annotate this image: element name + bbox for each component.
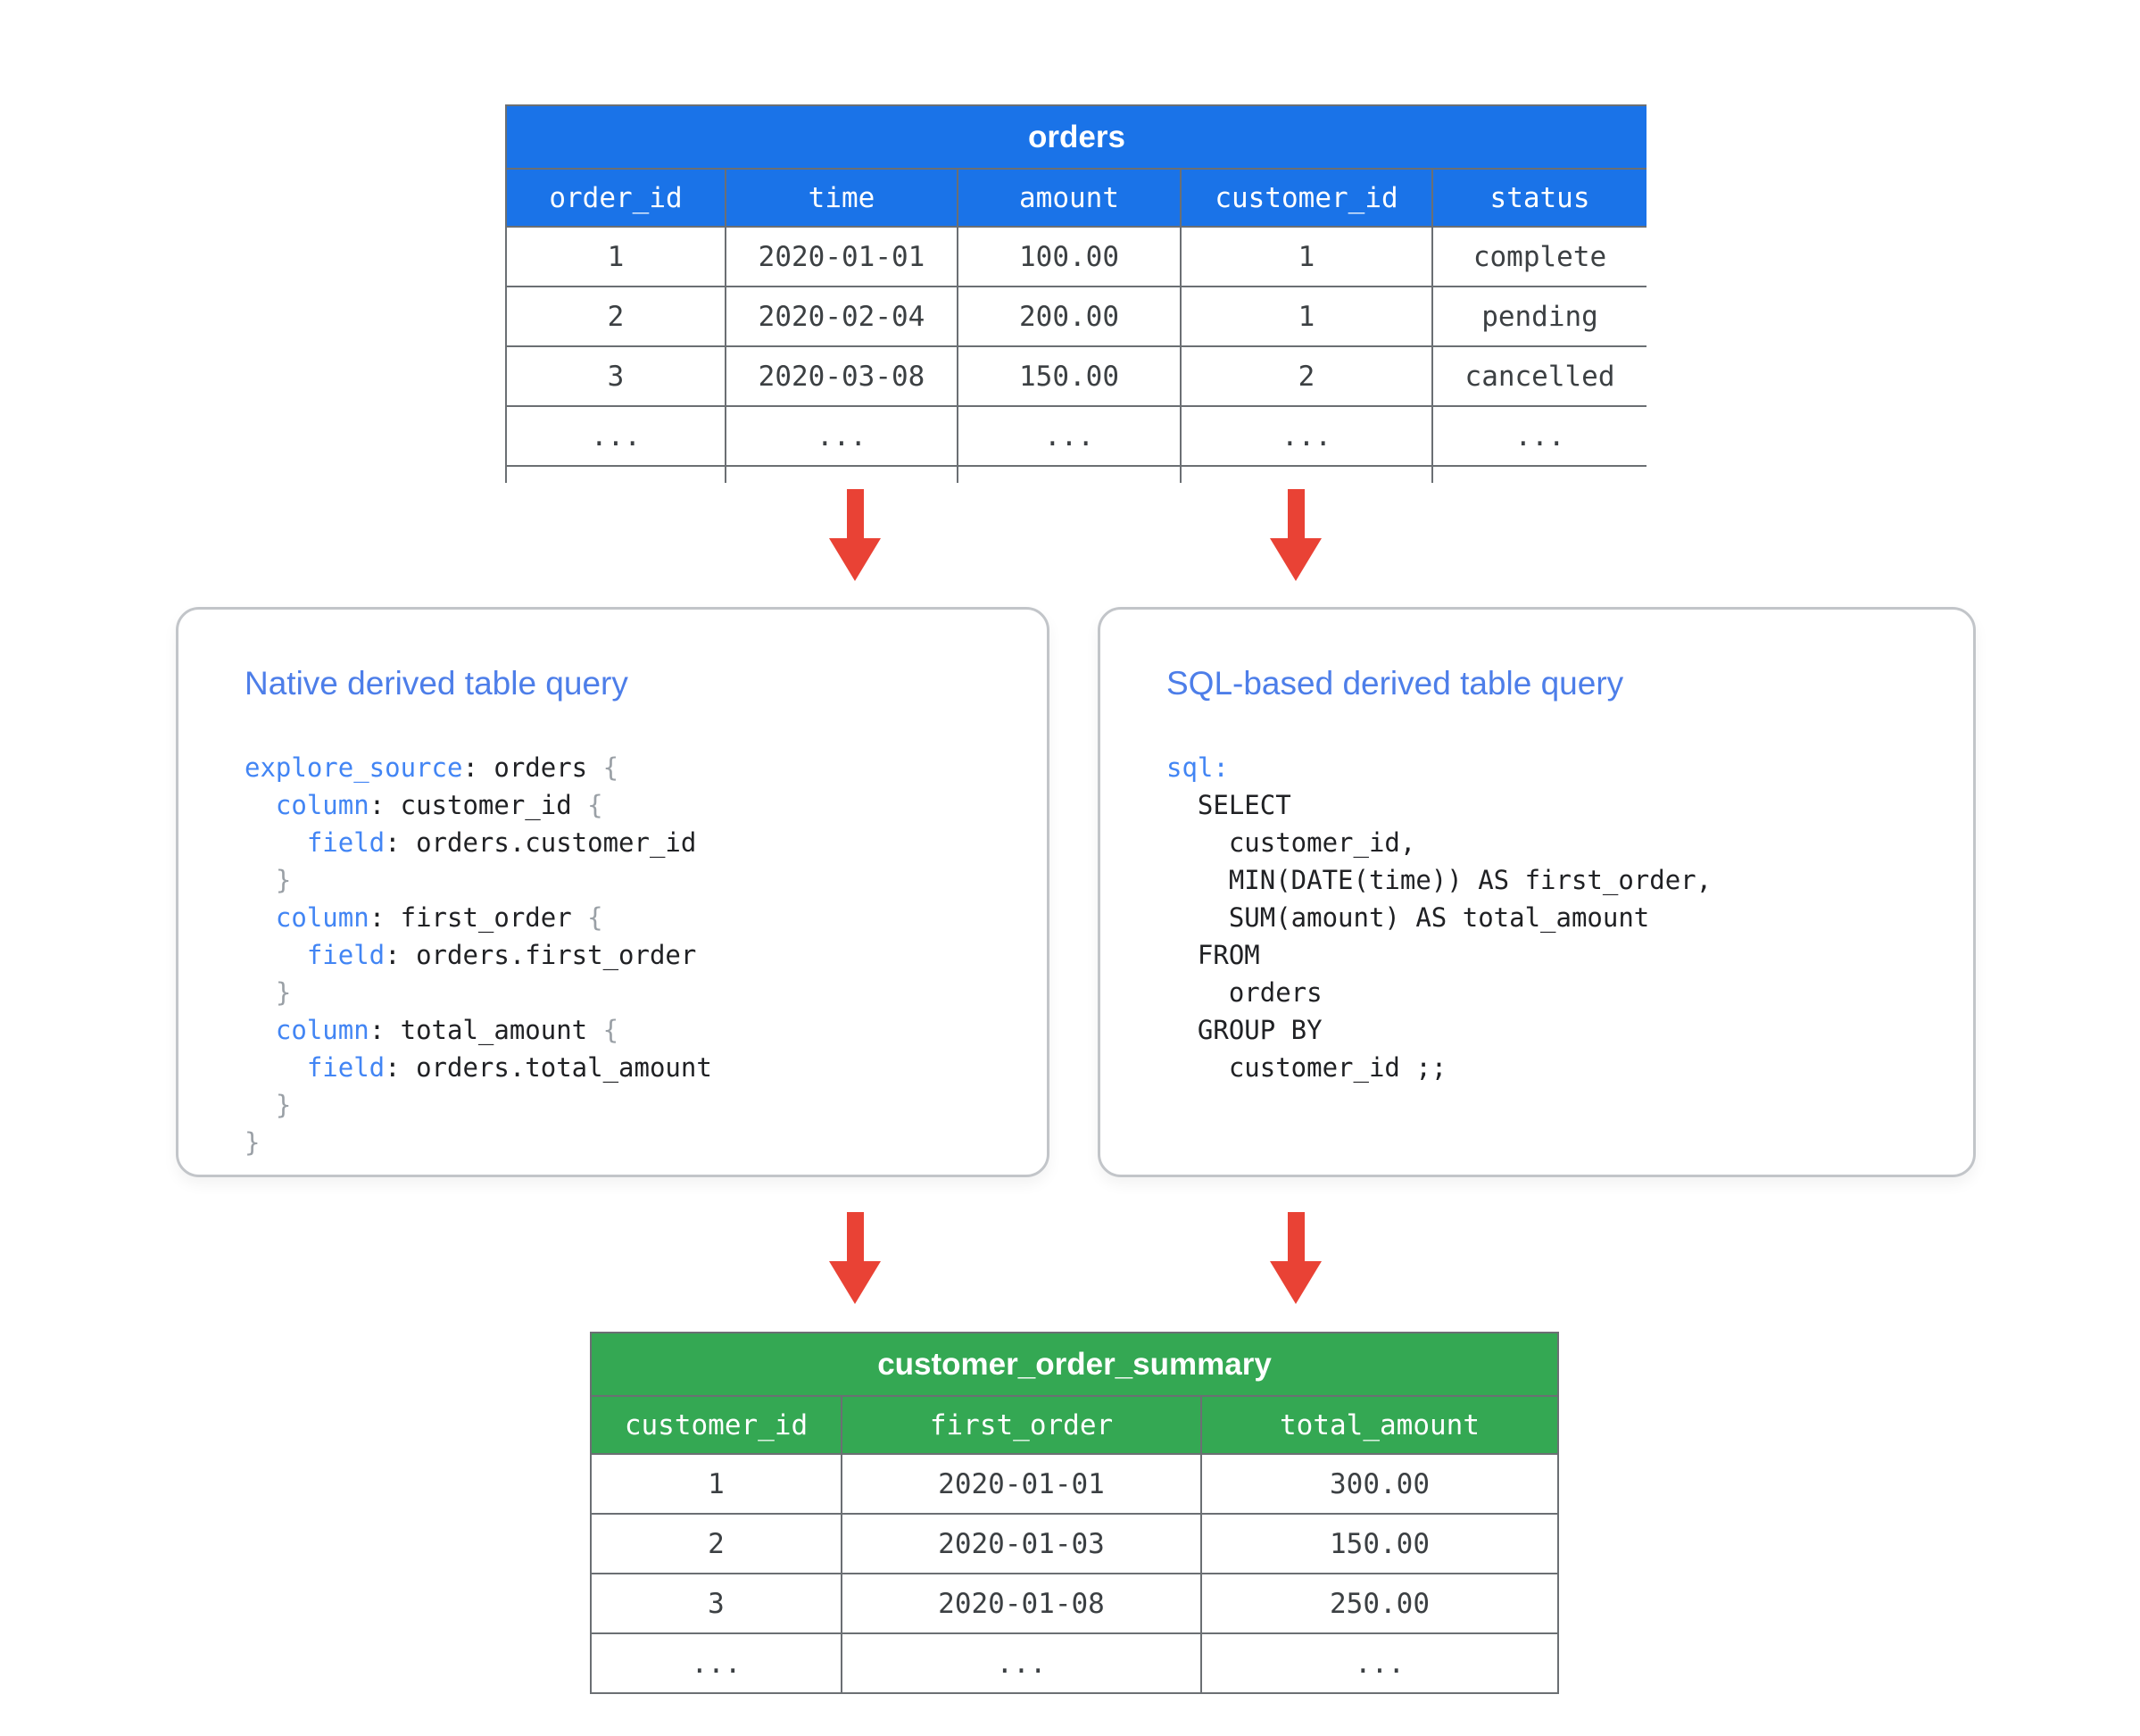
table-cell (1431, 465, 1646, 483)
table-cell: ... (505, 405, 726, 467)
table-cell: 300.00 (1200, 1453, 1559, 1515)
table-cell: 3 (590, 1573, 842, 1634)
table-cell: 2020-03-08 (725, 345, 958, 407)
table-cell: 100.00 (957, 226, 1182, 287)
column-header: customer_id (590, 1395, 842, 1455)
arrow-orders-to-sql (1270, 489, 1322, 581)
native-derived-table-box: Native derived table query explore_sourc… (176, 607, 1049, 1177)
sql-code: sql: SELECT customer_id, MIN(DATE(time))… (1166, 749, 1955, 1086)
code-line: field: orders.customer_id (306, 827, 697, 858)
arrow-head (829, 538, 881, 581)
table-cell: 2020-01-08 (841, 1573, 1202, 1634)
table-cell: 200.00 (957, 286, 1182, 347)
code-line: customer_id, (1166, 827, 1416, 858)
code-line: column: customer_id { (275, 790, 603, 820)
arrow-stem (846, 1212, 864, 1261)
table-cell: 2020-01-01 (841, 1453, 1202, 1515)
column-header: order_id (505, 168, 726, 228)
table-cell: ... (725, 405, 958, 467)
arrow-stem (846, 489, 864, 538)
table-cell: 1 (1180, 226, 1433, 287)
table-cell: ... (1200, 1632, 1559, 1694)
column-header: amount (957, 168, 1182, 228)
arrow-sql-to-summary (1270, 1212, 1322, 1304)
code-line: } (245, 977, 292, 1008)
table-cell (505, 465, 726, 483)
table-cell: 1 (1180, 286, 1433, 347)
truncated-row (505, 465, 1646, 483)
column-header: status (1431, 168, 1646, 228)
table-cell: 2020-02-04 (725, 286, 958, 347)
table-cell: ... (957, 405, 1182, 467)
native-lookml-code: explore_source: orders { column: custome… (245, 749, 1029, 1161)
table-cell: 2 (1180, 345, 1433, 407)
table-cell: cancelled (1431, 345, 1646, 407)
table-title: orders (505, 104, 1646, 170)
table-cell: 150.00 (957, 345, 1182, 407)
table-cell: pending (1431, 286, 1646, 347)
table-cell: ... (1431, 405, 1646, 467)
code-line: SUM(amount) AS total_amount (1166, 902, 1650, 933)
table-cell: 2020-01-01 (725, 226, 958, 287)
native-box-title: Native derived table query (245, 665, 628, 702)
code-line: field: orders.total_amount (306, 1052, 712, 1083)
sql-derived-table-box: SQL-based derived table query sql: SELEC… (1098, 607, 1976, 1177)
table-row: ......... (590, 1632, 1559, 1694)
table-cell: 250.00 (1200, 1573, 1559, 1634)
code-line: customer_id ;; (1166, 1052, 1447, 1083)
table-cell: complete (1431, 226, 1646, 287)
table-cell: 2 (590, 1513, 842, 1574)
table-cell: 1 (590, 1453, 842, 1515)
table-cell: 150.00 (1200, 1513, 1559, 1574)
column-header: total_amount (1200, 1395, 1559, 1455)
table-cell: 2020-01-03 (841, 1513, 1202, 1574)
sql-box-title: SQL-based derived table query (1166, 665, 1624, 702)
code-line: GROUP BY (1166, 1015, 1323, 1045)
table-cell: 3 (505, 345, 726, 407)
column-header: customer_id (1180, 168, 1433, 228)
code-line: FROM (1166, 940, 1260, 970)
arrow-head (829, 1261, 881, 1304)
table-cell (725, 465, 958, 483)
code-line: orders (1166, 977, 1323, 1008)
arrow-stem (1287, 489, 1305, 538)
code-line: explore_source: orders { (245, 752, 619, 783)
arrow-head (1270, 1261, 1322, 1304)
code-line: field: orders.first_order (306, 940, 697, 970)
table-cell (1180, 465, 1433, 483)
arrow-native-to-summary (829, 1212, 881, 1304)
code-line: sql: (1166, 752, 1229, 783)
arrow-head (1270, 538, 1322, 581)
code-line: MIN(DATE(time)) AS first_order, (1166, 865, 1713, 895)
table-cell: 1 (505, 226, 726, 287)
table-cell: ... (590, 1632, 842, 1694)
arrow-orders-to-native (829, 489, 881, 581)
column-header: time (725, 168, 958, 228)
table-cell: ... (841, 1632, 1202, 1694)
code-line: SELECT (1166, 790, 1291, 820)
code-line: } (245, 1090, 292, 1120)
code-line: column: first_order { (275, 902, 603, 933)
table-cell: ... (1180, 405, 1433, 467)
table-title: customer_order_summary (590, 1332, 1559, 1397)
code-line: } (245, 1127, 261, 1158)
code-line: } (245, 865, 292, 895)
table-row: ............... (505, 405, 1646, 467)
arrow-stem (1287, 1212, 1305, 1261)
code-line: column: total_amount { (275, 1015, 619, 1045)
table-cell: 2 (505, 286, 726, 347)
table-cell (957, 465, 1182, 483)
column-header: first_order (841, 1395, 1202, 1455)
